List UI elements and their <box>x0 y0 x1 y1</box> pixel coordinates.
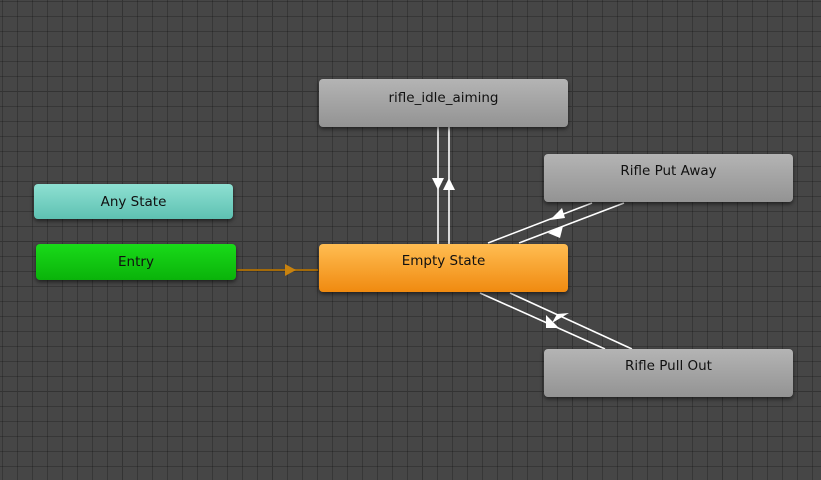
state-node-rifle-pull-out[interactable]: Rifle Pull Out <box>544 349 793 397</box>
state-label: Rifle Pull Out <box>625 358 712 374</box>
transition-pull-out-to-empty[interactable] <box>509 292 633 350</box>
transition-empty-to-pull-out[interactable] <box>479 292 606 350</box>
any-state-node[interactable]: Any State <box>34 184 233 219</box>
state-label: Rifle Put Away <box>620 163 717 179</box>
transition-entry-arrow-icon <box>285 264 296 276</box>
transition-arrow-icon <box>548 226 563 238</box>
state-node-empty-state[interactable]: Empty State <box>319 244 568 292</box>
entry-label: Entry <box>118 254 154 270</box>
transition-arrow-icon <box>550 208 565 220</box>
transition-arrow-icon <box>552 313 569 323</box>
entry-node[interactable]: Entry <box>36 244 236 280</box>
transition-arrow-up-icon <box>443 178 455 190</box>
transition-arrow-icon <box>546 315 559 328</box>
state-label: Empty State <box>401 253 486 269</box>
any-state-label: Any State <box>100 193 167 210</box>
state-node-rifle-put-away[interactable]: Rifle Put Away <box>544 154 793 202</box>
transition-put-away-to-empty[interactable] <box>518 202 625 244</box>
transition-arrow-down-icon <box>432 178 444 190</box>
state-node-rifle-idle-aiming[interactable]: rifle_idle_aiming <box>319 79 568 127</box>
state-label: rifle_idle_aiming <box>388 90 499 106</box>
transition-empty-to-put-away[interactable] <box>487 202 593 244</box>
